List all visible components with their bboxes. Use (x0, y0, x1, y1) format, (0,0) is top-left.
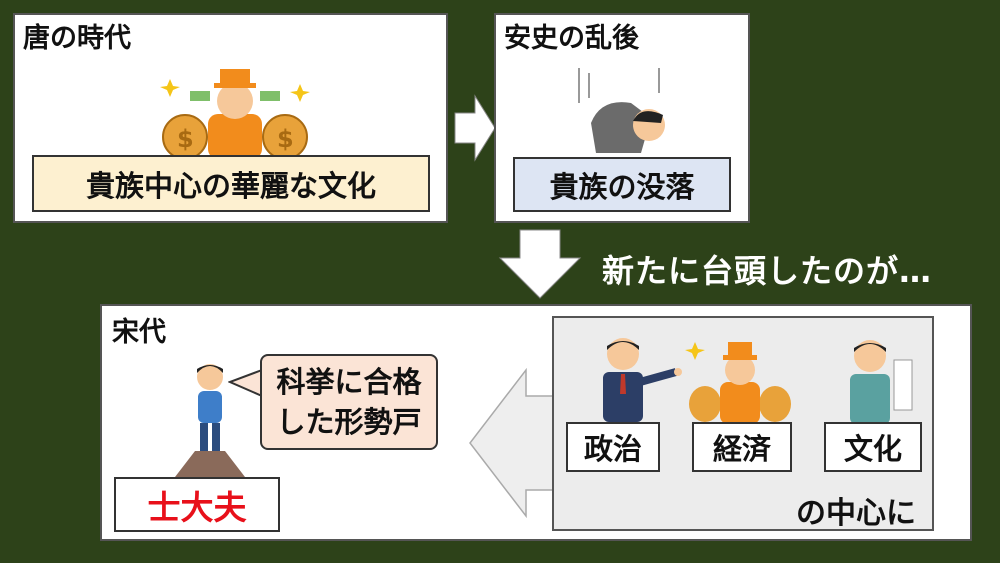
politician-icon (603, 338, 682, 422)
transition-text: 新たに台頭したのが… (602, 252, 933, 290)
writer-icon (850, 340, 913, 424)
decline-title: 安史の乱後 (504, 23, 639, 54)
tang-panel: 唐の時代 $ $ 貴族中心の華麗な文化 (13, 13, 448, 223)
role-politics: 政治 (566, 422, 660, 472)
rich-man-icon-2 (685, 342, 791, 424)
arrow-right-icon (454, 94, 496, 162)
role-economy: 経済 (692, 422, 792, 472)
song-title: 宋代 (112, 317, 166, 348)
bowing-man-icon (578, 68, 665, 153)
song-panel: 宋代 科挙に合格 した形勢戸 士大夫 (100, 304, 972, 541)
role-culture: 文化 (824, 422, 922, 472)
class-label: 士大夫 (114, 477, 280, 532)
svg-text:$: $ (177, 125, 194, 153)
speech-line-2: した形勢戸 (276, 405, 422, 439)
speech-bubble-tail (228, 368, 263, 398)
rich-man-icon: $ $ (160, 69, 310, 159)
arrow-left-icon (469, 368, 557, 518)
speech-bubble: 科挙に合格 した形勢戸 (260, 354, 438, 450)
center-text: の中心に (796, 496, 916, 531)
center-roles-panel: 政治 経済 文化 の中心に (552, 316, 934, 531)
tang-title: 唐の時代 (23, 23, 131, 54)
scholar-official-icon (175, 364, 245, 477)
speech-line-1: 科挙に合格 (276, 365, 422, 399)
tang-caption: 貴族中心の華麗な文化 (32, 155, 430, 212)
arrow-down-icon (498, 229, 582, 299)
decline-panel: 安史の乱後 貴族の没落 (494, 13, 750, 223)
svg-text:$: $ (277, 125, 294, 153)
decline-caption: 貴族の没落 (513, 157, 731, 212)
